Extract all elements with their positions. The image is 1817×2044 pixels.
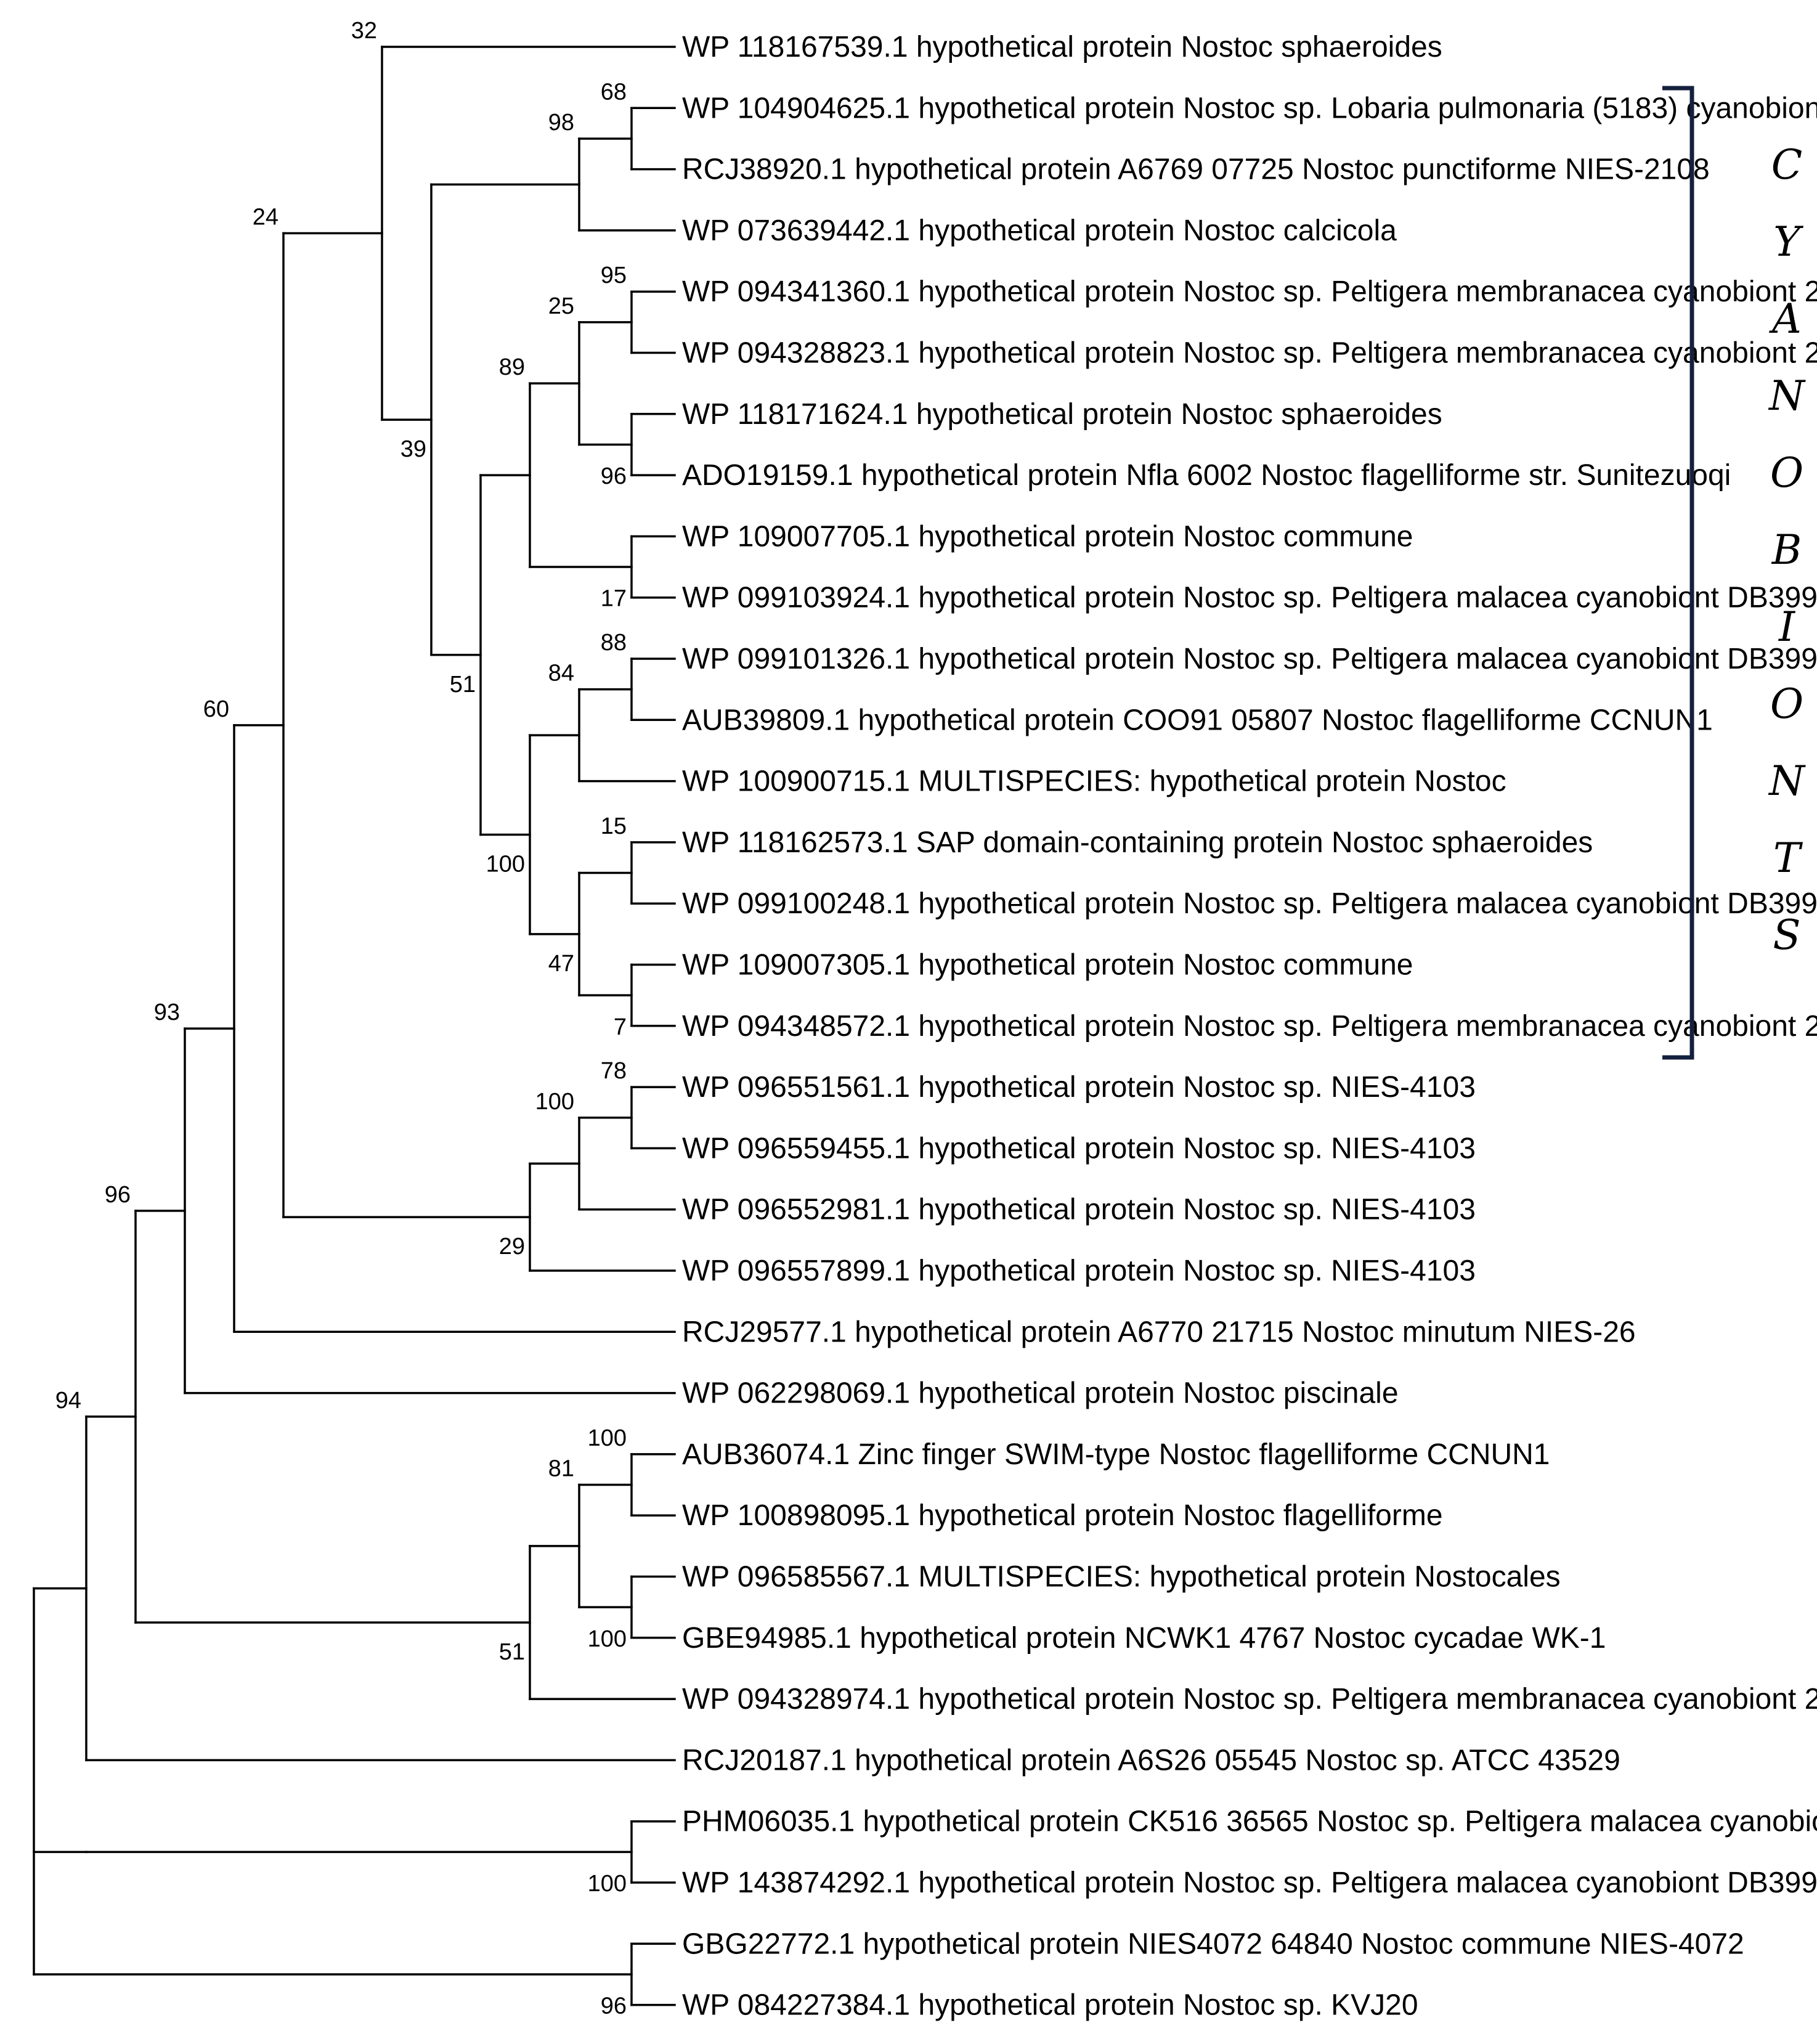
bootstrap-value: 100 (588, 1626, 627, 1652)
leaf-label: WP 118162573.1 SAP domain-containing pro… (682, 826, 1593, 859)
leaf-labels: WP 118167539.1 hypothetical protein Nost… (682, 31, 1817, 2022)
bootstrap-value: 29 (499, 1234, 525, 1260)
bootstrap-value: 100 (588, 1871, 627, 1897)
leaf-label: WP 118167539.1 hypothetical protein Nost… (682, 31, 1442, 63)
cyanobionts-letter: N (1768, 757, 1806, 805)
leaf-label: WP 100900715.1 MULTISPECIES: hypothetica… (682, 765, 1506, 798)
bootstrap-value: 89 (499, 354, 525, 380)
leaf-label: WP 096552981.1 hypothetical protein Nost… (682, 1194, 1476, 1226)
leaf-label: WP 094328974.1 hypothetical protein Nost… (682, 1683, 1817, 1716)
bootstrap-value: 51 (450, 672, 476, 698)
bootstrap-value: 98 (548, 110, 574, 136)
cyanobionts-letter: O (1770, 449, 1803, 497)
bootstrap-value: 51 (499, 1639, 525, 1665)
leaf-label: WP 109007305.1 hypothetical protein Nost… (682, 949, 1413, 982)
cyanobionts-letter: T (1773, 834, 1803, 882)
leaf-label: PHM06035.1 hypothetical protein CK516 36… (682, 1806, 1817, 1838)
bootstrap-value: 96 (105, 1182, 131, 1208)
bootstrap-value: 100 (588, 1425, 627, 1451)
cyanobionts-letter: I (1778, 603, 1796, 651)
leaf-label: GBE94985.1 hypothetical protein NCWK1 47… (682, 1622, 1606, 1655)
cyanobionts-letter: O (1770, 680, 1803, 728)
bootstrap-value: 24 (253, 205, 278, 230)
cyanobionts-bracket (1662, 86, 1694, 1060)
leaf-label: WP 099100248.1 hypothetical protein Nost… (682, 887, 1817, 920)
bootstrap-values: 68 98 95 96 25 17 89 88 84 15 7 47 100 51 39 32 78 100 29 2… (55, 18, 627, 2019)
leaf-label: WP 096551561.1 hypothetical protein Nost… (682, 1071, 1476, 1104)
cyanobionts-letter: A (1768, 295, 1802, 343)
bootstrap-value: 78 (601, 1058, 627, 1084)
leaf-label: WP 096559455.1 hypothetical protein Nost… (682, 1132, 1476, 1165)
bootstrap-value: 100 (535, 1089, 574, 1115)
leaf-label: WP 062298069.1 hypothetical protein Nost… (682, 1377, 1399, 1410)
bootstrap-value: 94 (55, 1388, 81, 1414)
leaf-label: RCJ20187.1 hypothetical protein A6S26 05… (682, 1744, 1620, 1777)
bootstrap-value: 39 (400, 436, 426, 462)
bootstrap-value: 95 (601, 263, 627, 288)
leaf-label: WP 073639442.1 hypothetical protein Nost… (682, 214, 1397, 247)
cyanobionts-letter: N (1768, 372, 1806, 420)
bootstrap-value: 32 (351, 18, 377, 44)
bootstrap-value: 100 (486, 851, 525, 877)
bootstrap-value: 96 (601, 463, 627, 489)
leaf-label: WP 118171624.1 hypothetical protein Nost… (682, 398, 1442, 431)
bootstrap-value: 96 (601, 1993, 627, 2019)
bootstrap-value: 81 (548, 1456, 574, 1482)
leaf-label: WP 094348572.1 hypothetical protein Nost… (682, 1010, 1817, 1043)
leaf-label: AUB36074.1 Zinc finger SWIM-type Nostoc … (682, 1438, 1550, 1471)
leaf-label: WP 094341360.1 hypothetical protein Nost… (682, 275, 1817, 308)
cyanobionts-letter: Y (1773, 218, 1803, 266)
tree-branches (33, 46, 676, 2006)
leaf-label: RCJ29577.1 hypothetical protein A6770 21… (682, 1316, 1636, 1348)
bootstrap-value: 93 (154, 1000, 180, 1025)
bootstrap-value: 60 (203, 696, 229, 722)
bootstrap-value: 84 (548, 661, 574, 686)
leaf-label: WP 143874292.1 hypothetical protein Nost… (682, 1867, 1817, 1899)
leaf-label: WP 096557899.1 hypothetical protein Nost… (682, 1255, 1476, 1287)
leaf-label: AUB39809.1 hypothetical protein COO91 05… (682, 704, 1713, 736)
leaf-label: WP 094328823.1 hypothetical protein Nost… (682, 337, 1817, 370)
bootstrap-value: 7 (614, 1014, 627, 1040)
leaf-label: WP 096585567.1 MULTISPECIES: hypothetica… (682, 1561, 1561, 1594)
leaf-label: RCJ38920.1 hypothetical protein A6769 07… (682, 153, 1710, 186)
leaf-label: WP 099103924.1 hypothetical protein Nost… (682, 582, 1817, 614)
bootstrap-value: 47 (548, 951, 574, 977)
cyanobionts-letter: B (1771, 526, 1802, 574)
leaf-label: WP 100898095.1 hypothetical protein Nost… (682, 1499, 1443, 1532)
leaf-label: WP 104904625.1 hypothetical protein Nost… (682, 92, 1817, 124)
cyanobionts-letter: S (1773, 911, 1800, 959)
cyanobionts-letter: C (1771, 141, 1803, 189)
leaf-label: WP 084227384.1 hypothetical protein Nost… (682, 1989, 1418, 2022)
bootstrap-value: 25 (548, 293, 574, 319)
bootstrap-value: 88 (601, 630, 627, 656)
leaf-label: GBG22772.1 hypothetical protein NIES4072… (682, 1928, 1744, 1960)
bootstrap-value: 17 (601, 586, 627, 612)
bootstrap-value: 15 (601, 813, 627, 839)
leaf-label: ADO19159.1 hypothetical protein Nfla 600… (682, 459, 1731, 492)
leaf-label: WP 099101326.1 hypothetical protein Nost… (682, 643, 1817, 675)
leaf-label: WP 109007705.1 hypothetical protein Nost… (682, 520, 1413, 553)
bootstrap-value: 68 (601, 79, 627, 105)
